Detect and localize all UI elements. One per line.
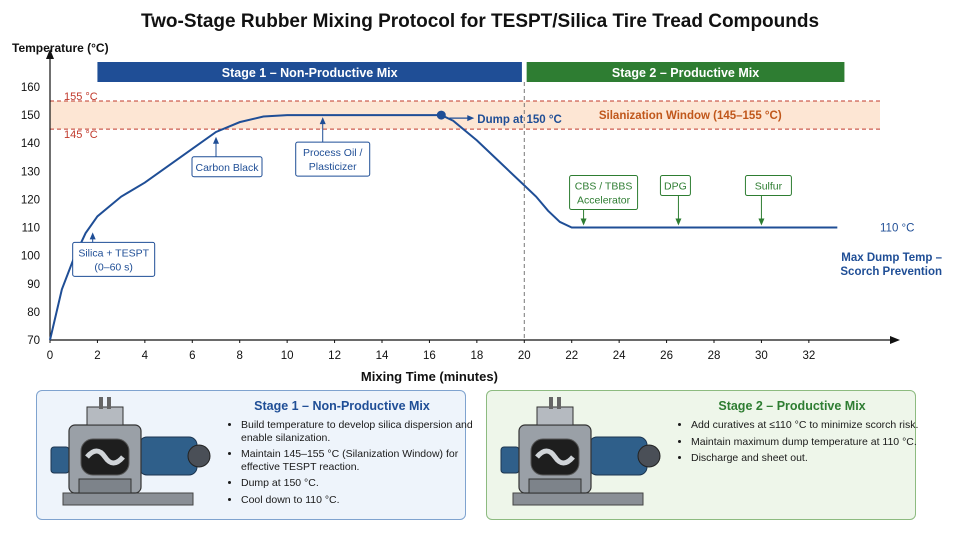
x-tick-label: 30 <box>755 350 768 362</box>
stage2-step: Discharge and sheet out. <box>691 452 926 465</box>
annotation-box <box>295 141 371 177</box>
y-axis-arrow <box>46 49 54 59</box>
x-tick-label: 20 <box>518 350 531 362</box>
x-axis-arrow <box>890 336 900 344</box>
mixing-chart: Two-Stage Rubber Mixing Protocol for TES… <box>12 11 943 384</box>
x-tick-label: 14 <box>376 350 389 362</box>
x-tick-label: 18 <box>470 350 483 362</box>
x-tick-label: 26 <box>660 350 673 362</box>
y-tick-label: 90 <box>27 279 40 291</box>
x-tick-label: 32 <box>802 350 815 362</box>
annotation-box <box>744 175 792 197</box>
y-tick-label: 130 <box>21 166 40 178</box>
x-tick-label: 6 <box>189 350 195 362</box>
stage-bar-label: Stage 1 – Non-Productive Mix <box>222 66 398 80</box>
mixer-illustration <box>50 397 211 506</box>
y-axis-title: Temperature (°C) <box>12 41 109 55</box>
reference-line-label: 155 °C <box>64 91 98 103</box>
stage2-panel-title: Stage 2 – Productive Mix <box>718 399 866 413</box>
stage-bar <box>97 62 522 82</box>
annotation-label: Silica + TESPT <box>78 247 149 259</box>
silanization-window-band <box>50 101 880 130</box>
annotation-label: CBS / TBBS <box>575 181 633 193</box>
annotation-arrow-head <box>758 218 765 226</box>
end-temperature-label: 110 °C <box>880 223 914 235</box>
annotation-label: Process Oil / <box>303 147 363 159</box>
annotation-arrow-head <box>580 218 587 226</box>
x-axis-title: Mixing Time (minutes) <box>361 369 498 384</box>
annotation-arrow-head <box>89 232 96 240</box>
stage1-step: Cool down to 110 °C. <box>241 494 476 507</box>
chart-title: Two-Stage Rubber Mixing Protocol for TES… <box>141 11 819 32</box>
x-tick-label: 4 <box>142 350 149 362</box>
stage1-step: Dump at 150 °C. <box>241 477 476 490</box>
stage-bar <box>526 62 845 82</box>
y-tick-label: 80 <box>27 307 40 319</box>
x-tick-label: 28 <box>708 350 721 362</box>
x-tick-label: 24 <box>613 350 626 362</box>
annotation-arrow-head <box>675 218 682 226</box>
silanization-window-label: Silanization Window (145–155 °C) <box>599 110 782 122</box>
annotation-box <box>191 156 263 178</box>
dump-point-marker <box>436 110 446 120</box>
y-tick-label: 110 <box>22 223 40 235</box>
x-tick-label: 22 <box>565 350 578 362</box>
annotation-label: Carbon Black <box>195 162 259 174</box>
stage2-step: Add curatives at ≤110 °C to minimize sco… <box>691 419 926 432</box>
max-dump-label: Scorch Prevention <box>840 266 942 278</box>
annotation-box <box>659 175 691 197</box>
annotation-label: Accelerator <box>577 195 631 207</box>
annotation-label: Sulfur <box>755 181 783 193</box>
annotation-label: DPG <box>664 181 687 193</box>
stage1-info-panel: Stage 1 – Non-Productive Mix Build tempe… <box>36 390 473 520</box>
mixer-illustration <box>500 397 661 506</box>
annotation-label: (0–60 s) <box>94 261 133 273</box>
annotation-arrow-head <box>319 117 326 125</box>
y-tick-label: 70 <box>27 335 40 347</box>
annotation-arrow-head <box>213 136 219 144</box>
annotation-box <box>569 175 639 211</box>
stage1-step: Maintain 145–155 °C (Silanization Window… <box>241 448 476 473</box>
stage-bar-label: Stage 2 – Productive Mix <box>612 66 759 80</box>
x-tick-label: 2 <box>94 350 100 362</box>
y-tick-label: 160 <box>21 82 40 94</box>
stage2-info-panel: Stage 2 – Productive Mix Add curatives a… <box>486 390 918 520</box>
stage1-panel-title: Stage 1 – Non-Productive Mix <box>254 399 430 413</box>
stage1-steps-list: Build temperature to develop silica disp… <box>227 419 476 510</box>
reference-line-label: 145 °C <box>64 129 98 141</box>
dump-label: Dump at 150 °C <box>477 114 561 126</box>
stage2-steps-list: Add curatives at ≤110 °C to minimize sco… <box>677 419 926 469</box>
x-tick-label: 10 <box>281 350 294 362</box>
x-tick-label: 8 <box>237 350 243 362</box>
x-tick-label: 16 <box>423 350 436 362</box>
stage2-step: Maintain maximum dump temperature at 110… <box>691 436 926 449</box>
annotation-box <box>72 241 156 277</box>
annotation-label: Plasticizer <box>309 161 357 173</box>
dump-arrow-head <box>467 115 475 122</box>
x-tick-label: 12 <box>328 350 341 362</box>
temperature-curve <box>49 114 838 341</box>
y-tick-label: 120 <box>21 194 40 206</box>
y-tick-label: 150 <box>21 110 40 122</box>
stage1-step: Build temperature to develop silica disp… <box>241 419 476 444</box>
y-tick-label: 140 <box>21 138 40 150</box>
max-dump-label: Max Dump Temp – <box>841 252 942 264</box>
y-tick-label: 100 <box>21 251 40 263</box>
x-tick-label: 0 <box>47 350 53 362</box>
